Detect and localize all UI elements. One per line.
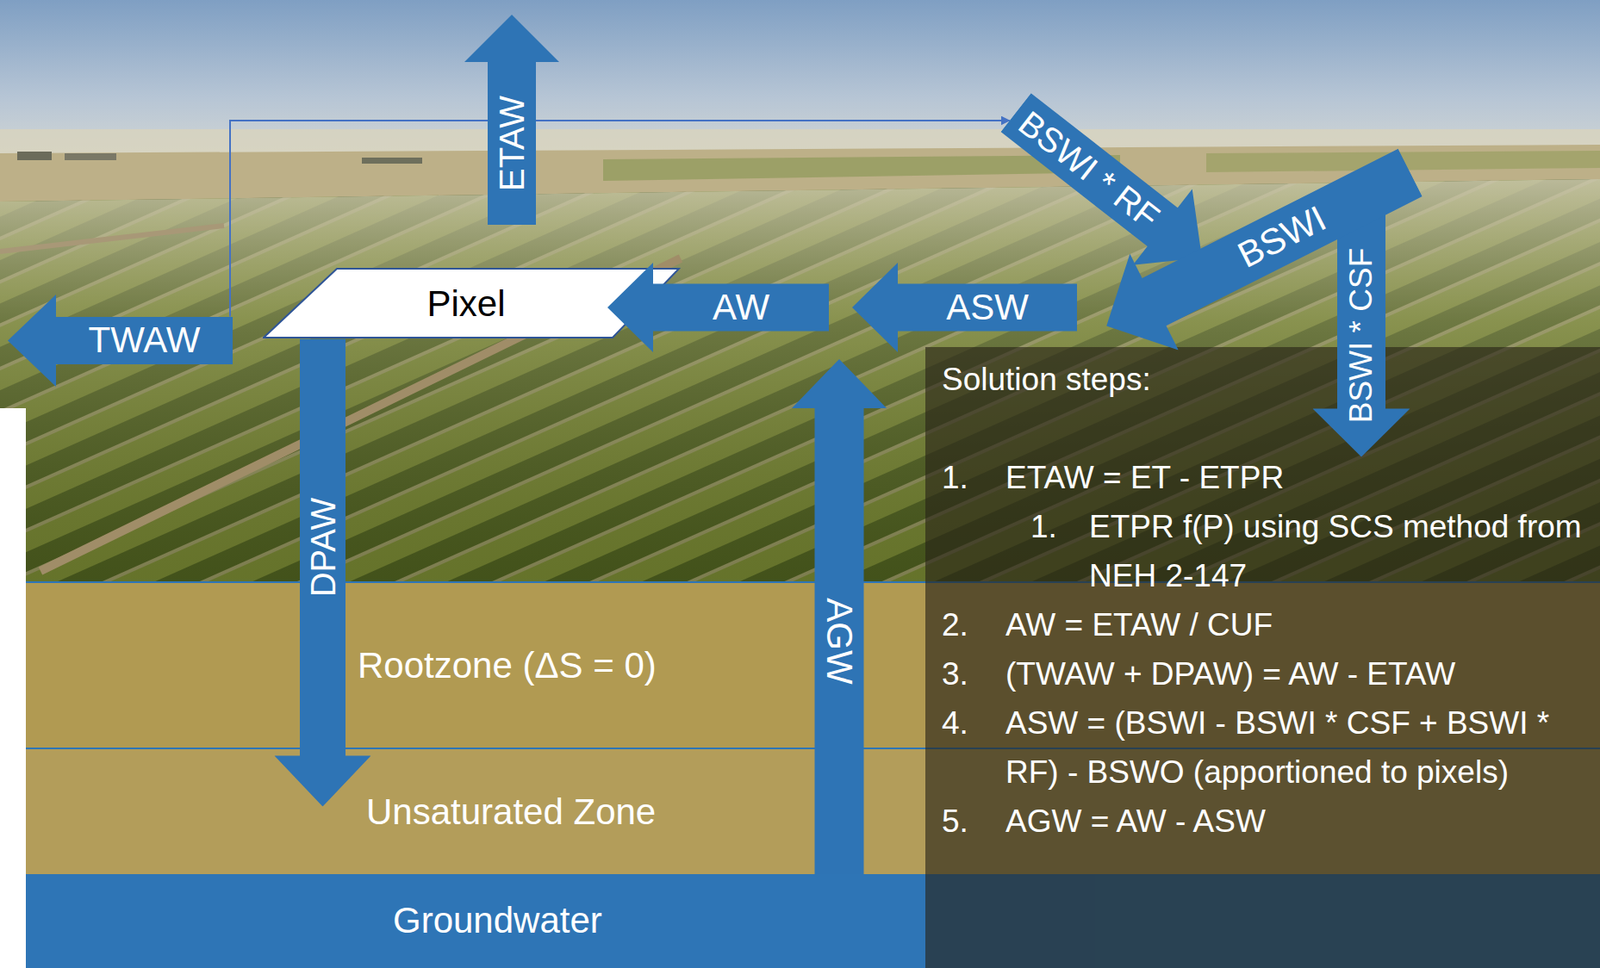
step-number: 3. [941,649,1006,699]
arrow-body [607,262,829,353]
step-row: 2.AW = ETAW / CUF [941,600,1590,650]
step-text: ETPR f(P) using SCS method from NEH 2-14… [1089,502,1590,601]
step-number: 1. [1030,502,1090,601]
arrow-label: ASW [946,286,1029,329]
arrow-body [1082,124,1435,374]
farm-building [64,153,117,161]
steps-panel: Solution steps:1.ETAW = ET - ETPR1.ETPR … [925,347,1600,968]
step-text: ETAW = ET - ETPR [1005,453,1590,503]
flow-arrow: ETAW [464,14,560,225]
step-text: ASW = (BSWI - BSWI * CSF + BSWI * RF) - … [1005,698,1590,797]
step-number: 4. [941,698,1006,797]
step-row: 3.(TWAW + DPAW) = AW - ETAW [941,649,1590,699]
flow-arrow: AW [607,262,829,353]
step-row: 5.AGW = AW - ASW [941,796,1590,847]
dirt-road [0,225,225,252]
arrow-body [791,359,887,875]
step-row: 1.ETAW = ET - ETPR [941,453,1590,503]
page-strip [0,408,26,968]
band-label: Groundwater [392,900,603,942]
dirt-road [40,258,681,572]
flow-arrow: ASW [852,262,1078,353]
band-label: Rootzone (ΔS = 0) [357,645,657,687]
step-number: 2. [941,600,1006,650]
arrow-label: BSWI * CSF [1343,247,1381,424]
arrow-label: AGW [818,597,860,685]
arrow-label: ETAW [491,95,532,192]
flow-arrow: TWAW [7,294,233,387]
step-text: AW = ETAW / CUF [1005,600,1590,650]
arrow-body [852,262,1078,353]
panel-heading: Solution steps: [941,354,1590,405]
farm-building [17,151,52,161]
step-number: 1. [941,453,1006,503]
step-text: AGW = AW - ASW [1005,796,1590,847]
arrow-label: AW [712,286,770,329]
arrow-body [464,14,560,225]
arrow-body [273,338,371,807]
band-label: Unsaturated Zone [366,791,656,834]
step-text: (TWAW + DPAW) = AW - ETAW [1005,649,1590,699]
step-row: 4.ASW = (BSWI - BSWI * CSF + BSWI * RF) … [941,698,1590,797]
arrow-body [7,294,233,387]
step-row: 1.ETPR f(P) using SCS method from NEH 2-… [1030,502,1590,601]
step-number: 5. [941,796,1006,847]
farm-building [361,157,423,164]
arrow-label: DPAW [302,497,343,598]
flow-arrow: DPAW [273,338,371,807]
flow-arrow: AGW [791,359,887,875]
pixel-label: Pixel [426,283,505,325]
arrow-label: TWAW [88,319,201,362]
